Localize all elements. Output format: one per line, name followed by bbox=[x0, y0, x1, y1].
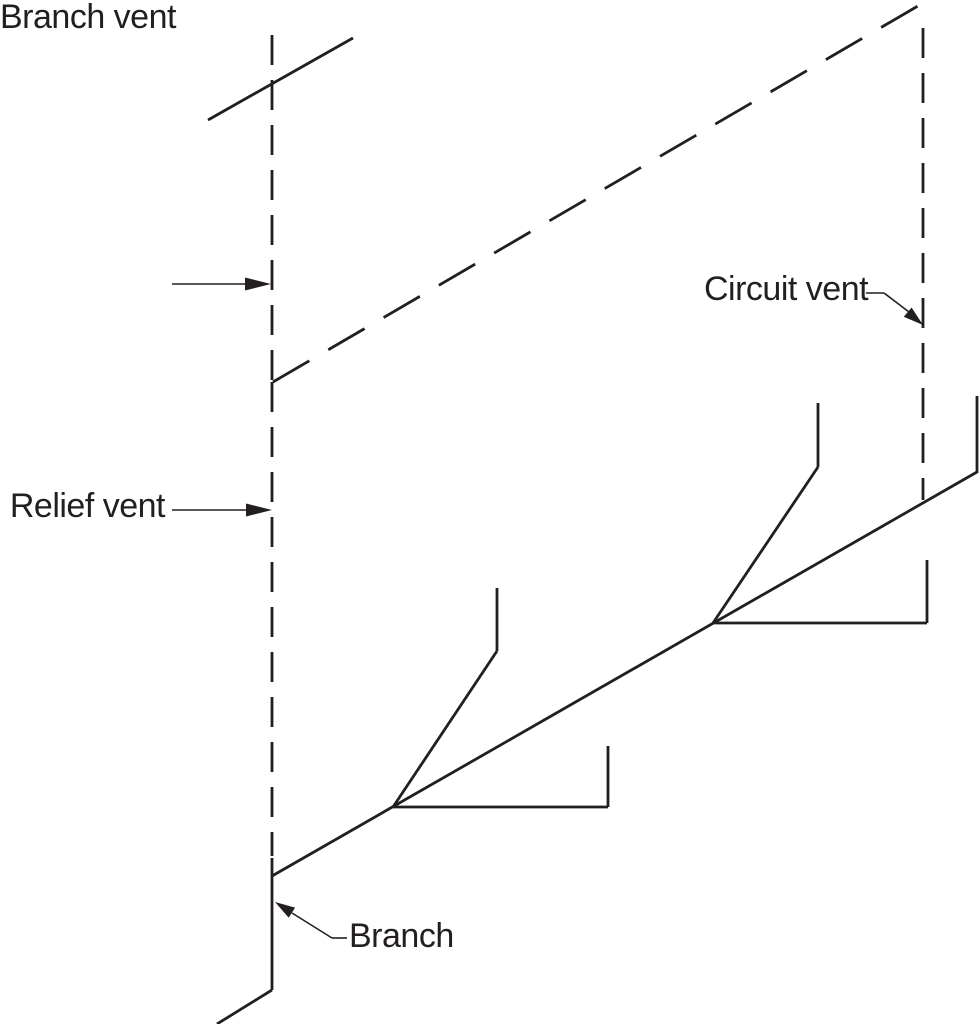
branch-leader-line bbox=[291, 912, 333, 939]
branch-vent-label: Branch vent bbox=[0, 0, 176, 36]
circuit-vent-arrowhead-icon bbox=[903, 307, 923, 325]
branch-label: Branch bbox=[349, 917, 454, 955]
branch-arrowhead-icon bbox=[275, 902, 296, 918]
horizontal-branch-drain-line bbox=[271, 470, 978, 878]
relief-vent-arrowhead-icon bbox=[246, 503, 272, 517]
relief-vent-label: Relief vent bbox=[9, 487, 166, 525]
branch-vent-arrowhead-icon bbox=[245, 277, 271, 291]
circuit-vent-label: Circuit vent bbox=[704, 270, 869, 308]
break-symbol-line bbox=[207, 36, 354, 122]
vent-connector-line bbox=[272, 1, 924, 384]
fixture-2-drain-diagonal bbox=[711, 466, 820, 624]
fixture-1-drain-diagonal bbox=[391, 650, 499, 808]
branch-elbow-line bbox=[216, 988, 273, 1024]
circuit-vent-leader-line bbox=[883, 292, 910, 313]
